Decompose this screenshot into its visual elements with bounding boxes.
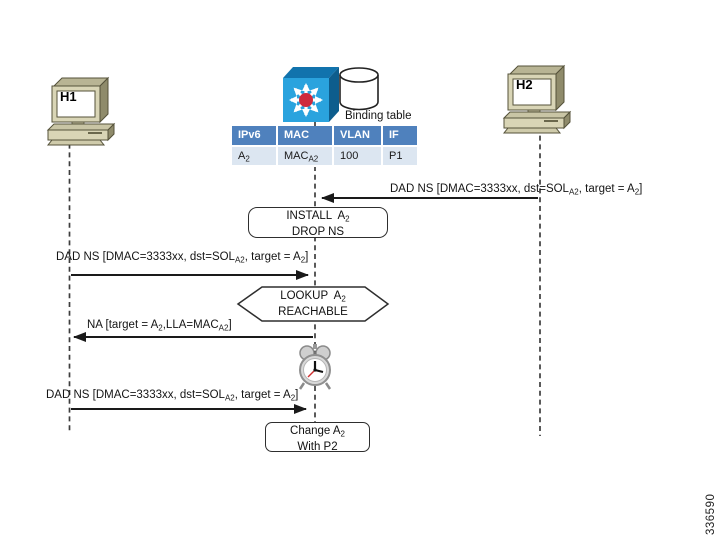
binding-table-label: Binding table [345, 110, 412, 122]
install-line: INSTALL A2 [286, 210, 350, 224]
binding-table: IPv6 MAC VLAN IF A2 MACA2 100 P1 [232, 126, 417, 167]
change-line: Change A2 [290, 425, 345, 439]
reachable-line: REACHABLE [278, 306, 348, 318]
h2-label: H2 [516, 77, 533, 92]
binding-table-header-if: IF [383, 126, 417, 145]
message-dad-ns-h1-retry: DAD NS [DMAC=3333xx, dst=SOLA2, target =… [46, 389, 299, 403]
binding-table-header-vlan: VLAN [334, 126, 381, 145]
binding-table-data-row: A2 MACA2 100 P1 [232, 147, 417, 165]
database-cylinder-icon [339, 67, 379, 111]
binding-table-header-ipv6: IPv6 [232, 126, 276, 145]
message-dad-ns-h1-to-switch: DAD NS [DMAC=3333xx, dst=SOLA2, target =… [56, 251, 309, 265]
binding-table-cell-vlan: 100 [334, 147, 381, 165]
alarm-clock-icon [298, 344, 332, 390]
h1-workstation-icon [46, 76, 116, 146]
install-drop-action-box: INSTALL A2 DROP NS [248, 207, 388, 238]
message-dad-ns-h2-to-switch: DAD NS [DMAC=3333xx, dst=SOLA2, target =… [390, 183, 643, 197]
figure-number: 336590 [705, 493, 717, 535]
h1-label: H1 [60, 89, 77, 104]
change-a2-action-box: Change A2 With P2 [265, 422, 370, 453]
binding-table-cell-ipv6: A2 [232, 147, 276, 165]
switch-icon [283, 67, 339, 122]
binding-table-cell-mac: MACA2 [278, 147, 332, 165]
binding-table-header-row: IPv6 MAC VLAN IF [232, 126, 417, 145]
lookup-line: LOOKUP A2 [280, 290, 346, 304]
lookup-reachable-label: LOOKUP A2 REACHABLE [251, 290, 375, 320]
binding-table-cell-if: P1 [383, 147, 417, 165]
lookup-hexagon-shape [236, 286, 390, 322]
message-na-switch-to-h1: NA [target = A2,LLA=MACA2] [87, 319, 232, 333]
h2-workstation-icon [502, 64, 572, 134]
with-p2-line: With P2 [297, 441, 338, 453]
drop-ns-line: DROP NS [291, 226, 345, 238]
binding-table-header-mac: MAC [278, 126, 332, 145]
